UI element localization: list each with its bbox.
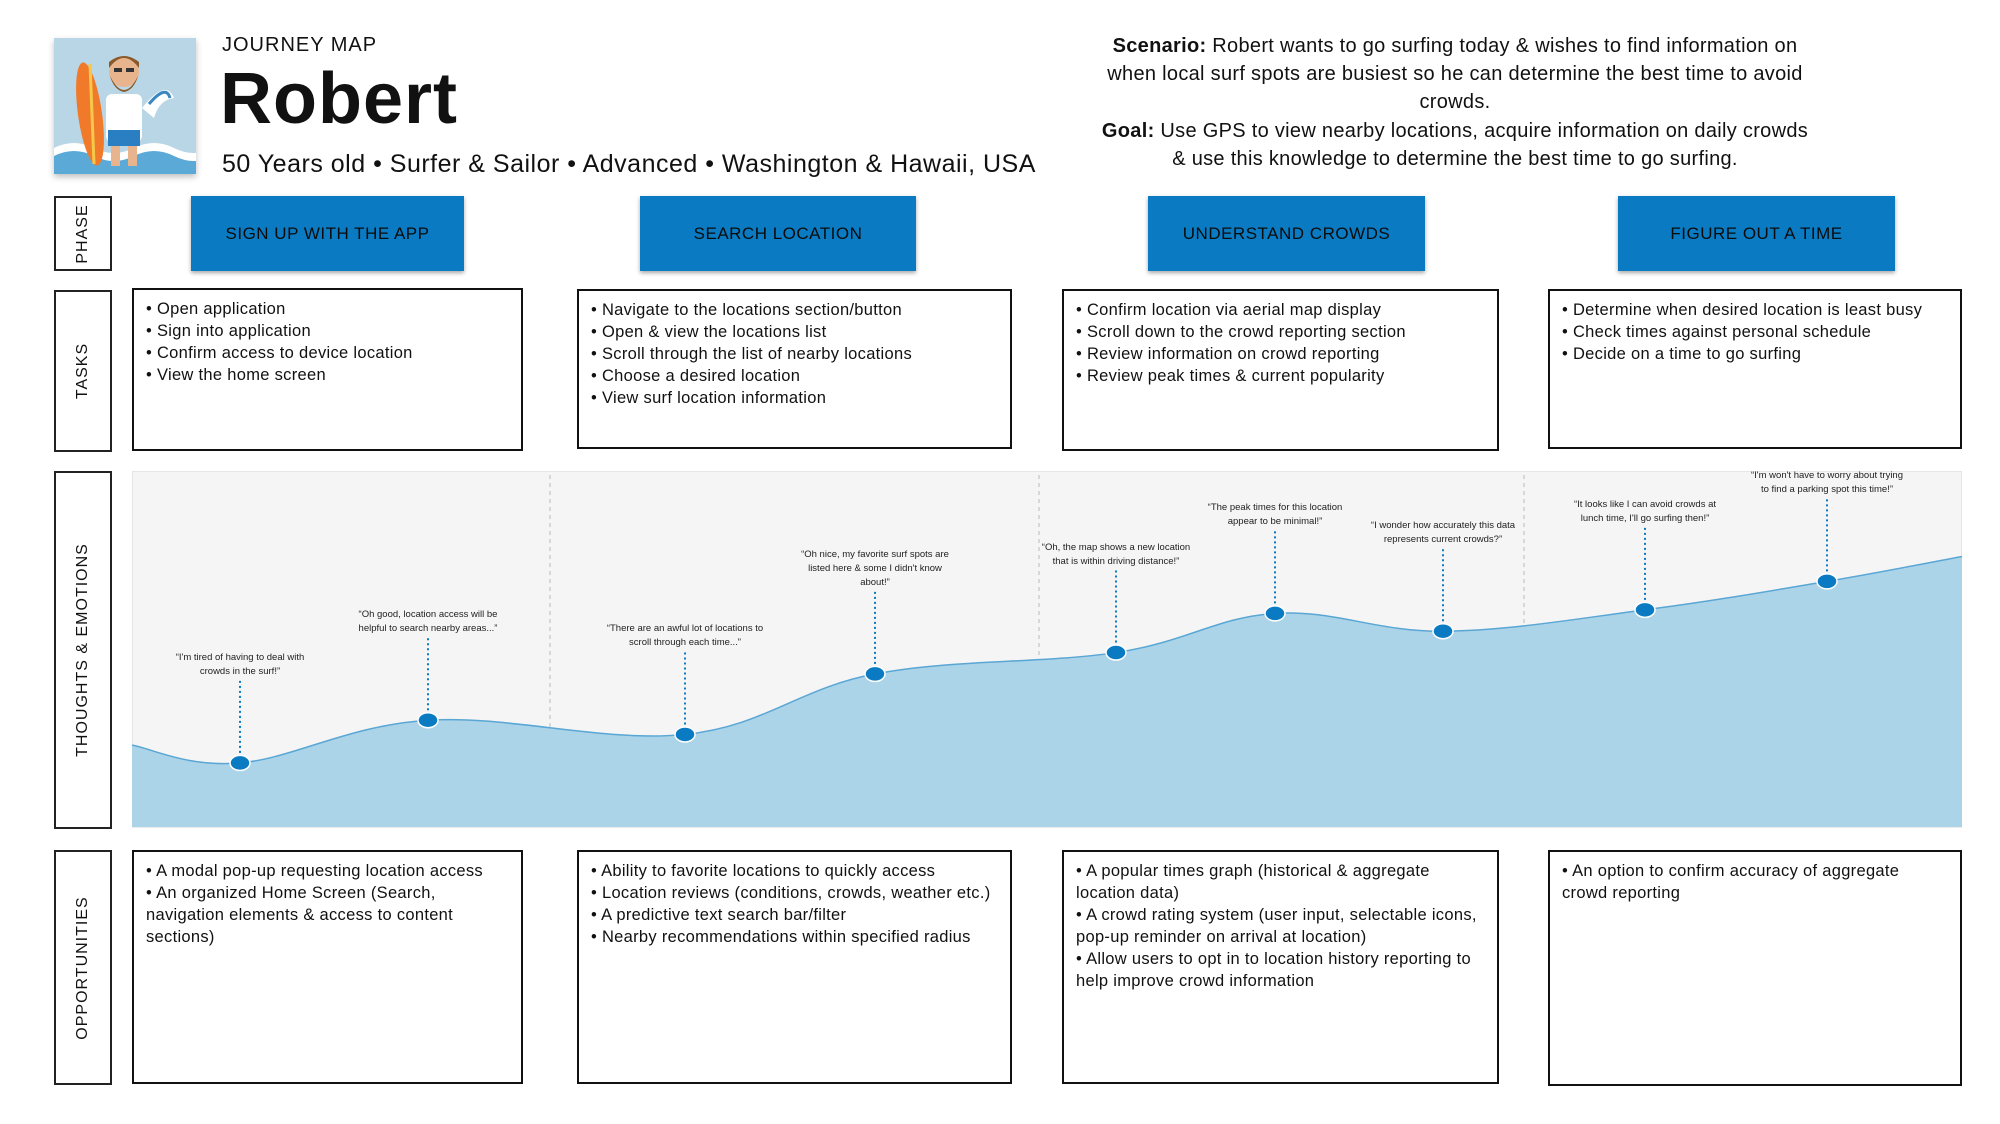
opportunity-item: An option to confirm accuracy of aggrega… [1562,860,1948,904]
task-item: Review peak times & current popularity [1076,365,1485,387]
emotion-quote: “I'm tired of having to deal with crowds… [175,651,305,677]
emotion-quote-box: “I'm won't have to worry about trying to… [1751,471,1903,496]
task-item: View surf location information [591,387,998,409]
opportunities-box-1: A modal pop-up requesting location acces… [132,850,523,1084]
task-item: View the home screen [146,364,509,386]
tasks-box-4: Determine when desired location is least… [1548,289,1962,449]
emotion-quote-box: “I'm tired of having to deal with crowds… [175,651,305,677]
emotion-quote-box: “Oh nice, my favorite surf spots are lis… [801,548,949,588]
tasks-box-2: Navigate to the locations section/button… [577,289,1012,449]
goal-text: Goal: Use GPS to view nearby locations, … [1095,117,1815,173]
phase-understand-crowds: UNDERSTAND CROWDS [1148,196,1425,271]
emotion-point [417,711,439,729]
emotion-chart: “I'm tired of having to deal with crowds… [132,471,1962,828]
emotion-quote: “I wonder how accurately this data repre… [1370,520,1516,546]
emotion-quote-box: “Oh, the map shows a new location that i… [1041,541,1191,567]
task-item: Review information on crowd reporting [1076,343,1485,365]
opportunity-item: Nearby recommendations within specified … [591,926,998,948]
opportunities-box-4: An option to confirm accuracy of aggrega… [1548,850,1962,1086]
row-label-phase: PHASE [54,196,112,271]
emotion-point [1634,601,1656,619]
emotion-point [1264,605,1286,622]
persona-avatar [54,38,196,174]
emotion-quote: “Oh, the map shows a new location that i… [1041,541,1191,567]
task-item: Navigate to the locations section/button [591,299,998,321]
emotion-line [132,555,1962,765]
task-item: Confirm access to device location [146,342,509,364]
task-item: Check times against personal schedule [1562,321,1948,343]
phase-figure-out-time: FIGURE OUT A TIME [1618,196,1895,271]
emotion-point [1105,644,1127,661]
opportunity-item: A predictive text search bar/filter [591,904,998,926]
opportunity-item: Location reviews (conditions, crowds, we… [591,882,998,904]
tasks-box-3: Confirm location via aerial map display … [1062,289,1499,451]
phase-sign-up: SIGN UP WITH THE APP [191,196,464,271]
emotion-quote: “Oh nice, my favorite surf spots are lis… [801,548,949,588]
emotion-quote-box: “It looks like I can avoid crowds at lun… [1573,498,1717,524]
emotion-quote-box: “Oh good, location access will be helpfu… [358,609,498,635]
task-item: Sign into application [146,320,509,342]
goal-label: Goal: [1101,120,1155,142]
emotion-area [132,556,1962,827]
opportunity-item: A popular times graph (historical & aggr… [1076,860,1485,904]
row-label-opportunities: OPPORTUNITIES [54,850,112,1085]
row-label-thoughts-text: THOUGHTS & EMOTIONS [74,543,91,757]
row-label-opportunities-text: OPPORTUNITIES [74,895,91,1040]
emotion-point [1816,573,1838,590]
emotion-quote-box: “There are an awful lot of locations to … [606,623,764,649]
task-item: Scroll down to the crowd reporting secti… [1076,321,1485,343]
scenario-label: Scenario: [1112,35,1207,57]
opportunity-item: A crowd rating system (user input, selec… [1076,904,1485,948]
opportunity-item: Allow users to opt in to location histor… [1076,948,1485,992]
row-label-thoughts: THOUGHTS & EMOTIONS [54,471,112,829]
opportunities-box-3: A popular times graph (historical & aggr… [1062,850,1499,1084]
emotion-point [864,665,886,683]
row-label-tasks-text: TASKS [74,342,91,400]
emotion-point [674,726,696,743]
task-item: Scroll through the list of nearby locati… [591,343,998,365]
goal-body: Use GPS to view nearby locations, acquir… [1154,120,1809,170]
persona-name: Robert [220,59,458,139]
emotion-quote: “There are an awful lot of locations to … [606,623,764,649]
row-label-phase-text: PHASE [74,203,91,264]
emotion-quote-box: “The peak times for this location appear… [1207,502,1343,528]
emotion-point [1432,622,1454,640]
emotion-quote: “Oh good, location access will be helpfu… [358,609,498,635]
emotion-curve-chart: “I'm tired of having to deal with crowds… [132,471,1962,828]
persona-subtitle: 50 Years old • Surfer & Sailor • Advance… [222,150,1036,178]
phase-search-location: SEARCH LOCATION [640,196,916,271]
task-item: Determine when desired location is least… [1562,299,1948,321]
row-label-tasks: TASKS [54,290,112,452]
task-item: Choose a desired location [591,365,998,387]
opportunities-box-2: Ability to favorite locations to quickly… [577,850,1012,1084]
emotion-quote: “It looks like I can avoid crowds at lun… [1573,498,1717,524]
emotion-quote: “I'm won't have to worry about trying to… [1751,471,1903,496]
tasks-box-1: Open application Sign into application C… [132,288,523,451]
doc-kicker: JOURNEY MAP [222,34,378,56]
task-item: Decide on a time to go surfing [1562,343,1948,365]
opportunity-item: A modal pop-up requesting location acces… [146,860,509,882]
surfer-illustration-icon [54,38,196,174]
scenario-body: Robert wants to go surfing today & wishe… [1107,35,1803,113]
emotion-quote: “The peak times for this location appear… [1207,502,1343,528]
task-item: Open & view the locations list [591,321,998,343]
task-item: Open application [146,298,509,320]
opportunity-item: An organized Home Screen (Search, naviga… [146,882,509,948]
emotion-quote-box: “I wonder how accurately this data repre… [1370,520,1516,546]
emotion-point [229,754,251,772]
opportunity-item: Ability to favorite locations to quickly… [591,860,998,882]
scenario-text: Scenario: Robert wants to go surfing tod… [1095,32,1815,116]
task-item: Confirm location via aerial map display [1076,299,1485,321]
